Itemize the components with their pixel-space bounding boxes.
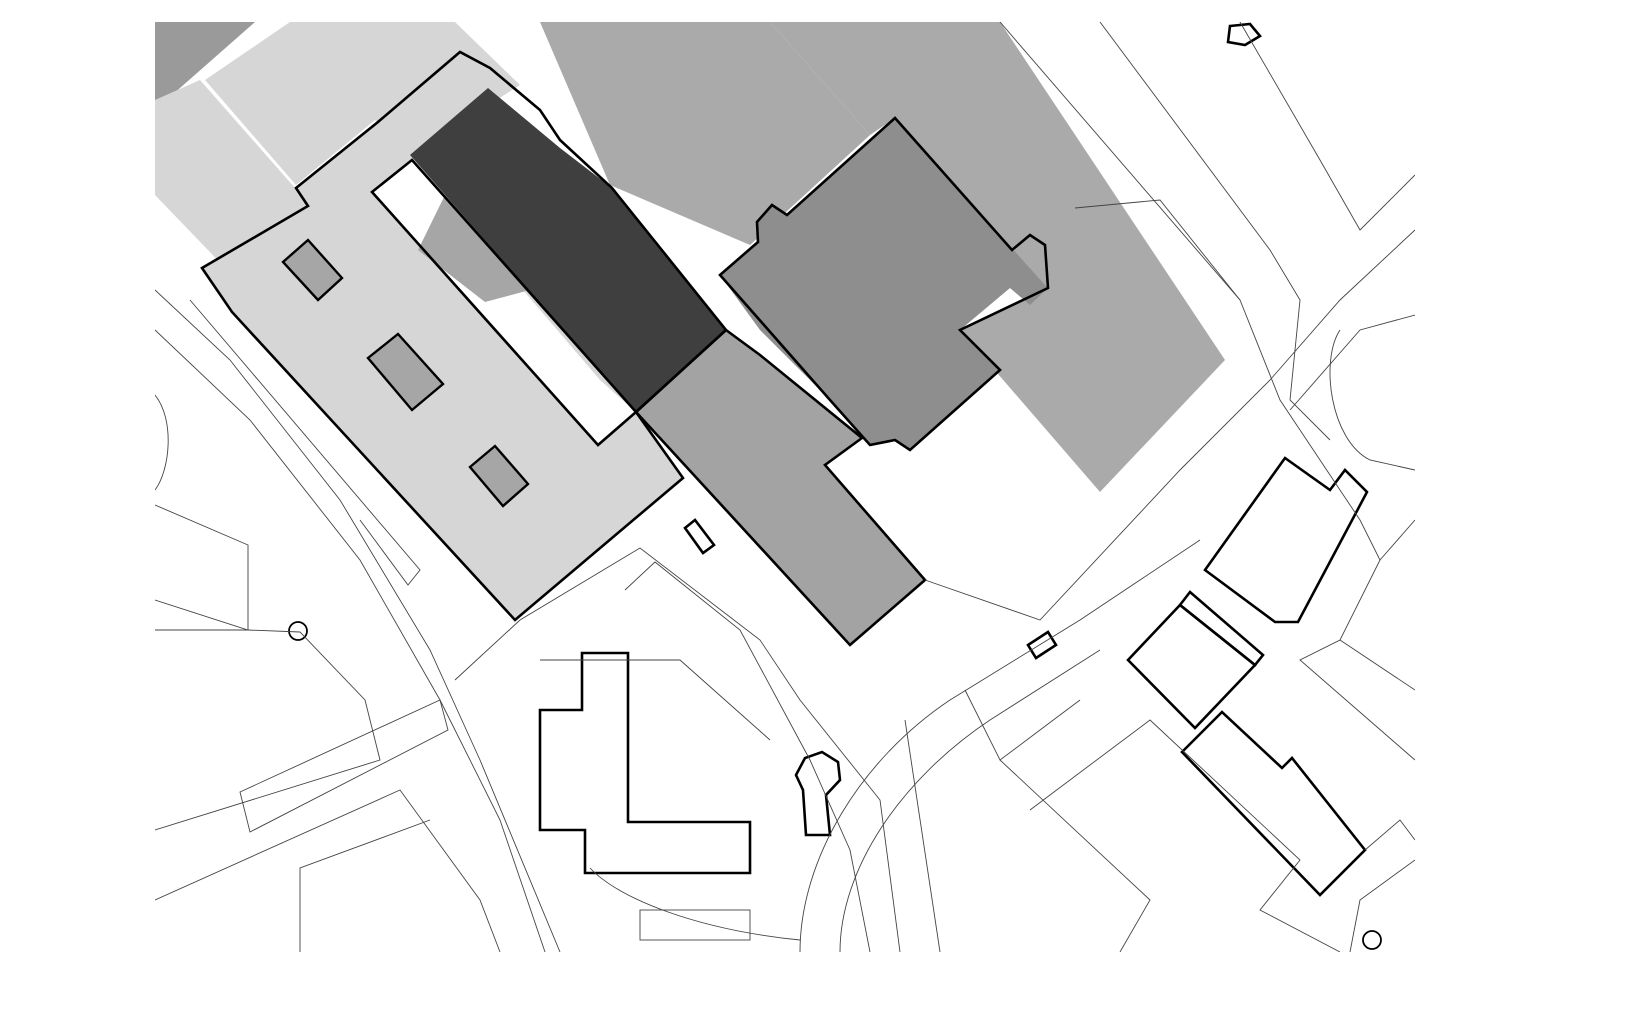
building-east-3	[1180, 710, 1367, 897]
rooflight-1	[281, 238, 344, 302]
lower-wing	[636, 330, 925, 645]
small-structure-1	[683, 518, 716, 555]
small-structure-2	[1026, 630, 1058, 660]
dark-overlap-block	[410, 88, 726, 412]
square-building-outline	[718, 116, 1050, 452]
building-east-2b	[1178, 590, 1265, 667]
building-south-l-shape	[538, 651, 752, 875]
rooflight-3	[468, 444, 530, 508]
building-chapel	[794, 750, 842, 837]
building-east-2	[1126, 603, 1257, 730]
lower-wing-outline	[634, 328, 927, 647]
courtyard-wedge	[418, 195, 530, 302]
context-band-north-1	[540, 22, 870, 245]
building-east-1	[1203, 456, 1369, 624]
context-building-north-strip	[205, 22, 520, 185]
rooflight-2	[366, 332, 445, 412]
north-marker	[1362, 930, 1382, 950]
kiosk	[1226, 22, 1262, 47]
context-building-northwest	[155, 22, 255, 110]
light-building-outline	[200, 50, 728, 622]
light-building	[202, 122, 683, 620]
tree-marker	[288, 621, 308, 641]
context-linework	[155, 22, 1415, 952]
context-band-north-2	[770, 22, 1225, 492]
